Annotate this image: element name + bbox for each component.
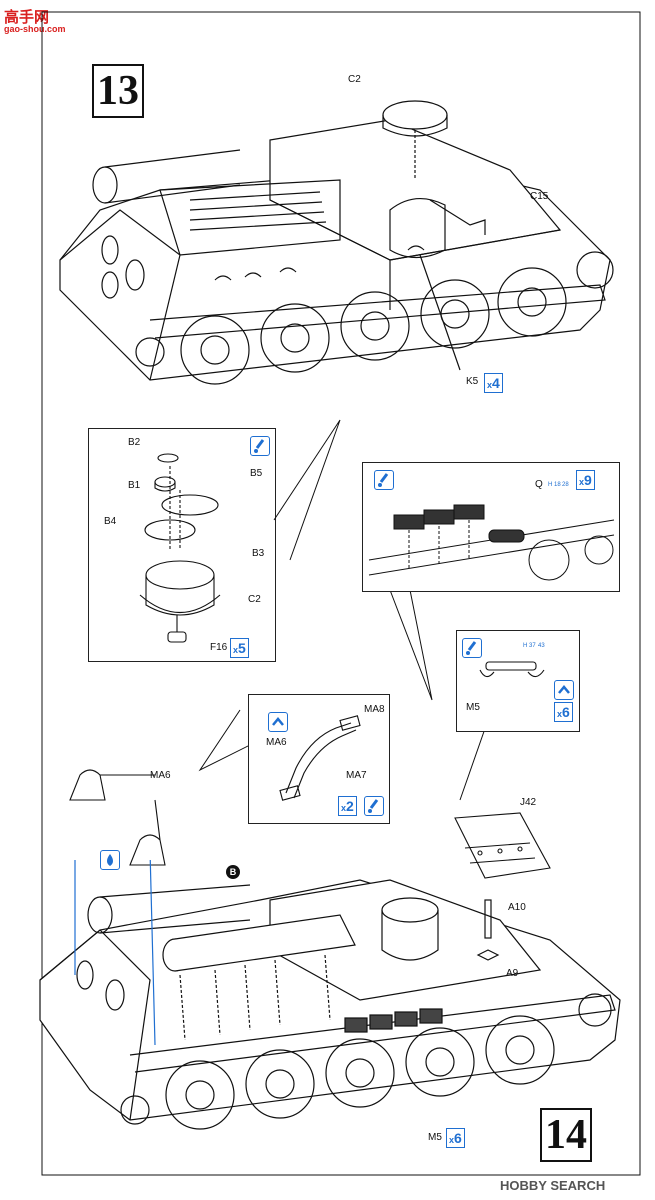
label-q-ref2: 28 bbox=[562, 482, 569, 488]
ma6-parts-drawing bbox=[69, 769, 166, 866]
inset-hatch-panel bbox=[88, 428, 276, 662]
cement-drop-icon bbox=[100, 850, 120, 870]
label-f16: F16 bbox=[210, 642, 228, 653]
label-c2-inset: C2 bbox=[248, 594, 261, 605]
label-ma7: MA7 bbox=[346, 770, 367, 781]
label-j42: J42 bbox=[520, 797, 537, 808]
label-b1: B1 bbox=[128, 480, 141, 491]
qty-q: x9 bbox=[576, 470, 595, 490]
m5-part-drawing bbox=[479, 661, 545, 678]
tank-illustration-step14 bbox=[39, 860, 621, 1130]
flip-icon bbox=[554, 680, 574, 700]
glue-icon bbox=[462, 638, 482, 658]
glue-icon bbox=[250, 436, 270, 456]
tank-illustration-step13 bbox=[59, 100, 614, 385]
bracket-drawing bbox=[279, 715, 361, 801]
label-m5-ref2: 43 bbox=[538, 643, 545, 649]
watermark-logo: 高手网 bbox=[4, 9, 50, 26]
label-m5-inset: M5 bbox=[466, 702, 480, 713]
label-b2: B2 bbox=[128, 437, 141, 448]
qty-m5-inset: x6 bbox=[554, 702, 573, 722]
hatch-parts-drawing bbox=[139, 453, 221, 643]
label-b4: B4 bbox=[104, 516, 117, 527]
step-13-number: 13 bbox=[92, 64, 144, 118]
label-ma6: MA6 bbox=[150, 770, 171, 781]
label-q-ref1: H 18 bbox=[548, 482, 561, 488]
label-a9: A9 bbox=[506, 968, 519, 979]
qty-k5: x4 bbox=[484, 373, 503, 393]
j42-part-drawing bbox=[454, 812, 551, 879]
qty-bracket: x2 bbox=[338, 796, 357, 816]
label-m5: M5 bbox=[428, 1132, 442, 1143]
label-m5-ref1: H 37 bbox=[523, 643, 536, 649]
label-b3: B3 bbox=[252, 548, 265, 559]
watermark-url: gao-shou.com bbox=[4, 24, 66, 34]
label-k5: K5 bbox=[466, 376, 479, 387]
assembly-marker-b: B bbox=[226, 865, 240, 879]
label-b5: B5 bbox=[250, 468, 263, 479]
qty-m5: x6 bbox=[446, 1128, 465, 1148]
glue-icon bbox=[364, 796, 384, 816]
qty-f16: x5 bbox=[230, 638, 249, 658]
label-a10: A10 bbox=[508, 902, 526, 913]
footer-brand: HOBBY SEARCH bbox=[500, 1178, 606, 1193]
label-c2-top: C2 bbox=[348, 74, 361, 85]
label-c15: C15 bbox=[530, 191, 549, 202]
glue-icon bbox=[374, 470, 394, 490]
flip-icon bbox=[268, 712, 288, 732]
label-q: Q bbox=[535, 479, 543, 490]
step-14-number: 14 bbox=[540, 1108, 592, 1162]
label-ma8: MA8 bbox=[364, 704, 385, 715]
label-ma6-inset: MA6 bbox=[266, 737, 287, 748]
tracks-drawing bbox=[368, 504, 615, 581]
